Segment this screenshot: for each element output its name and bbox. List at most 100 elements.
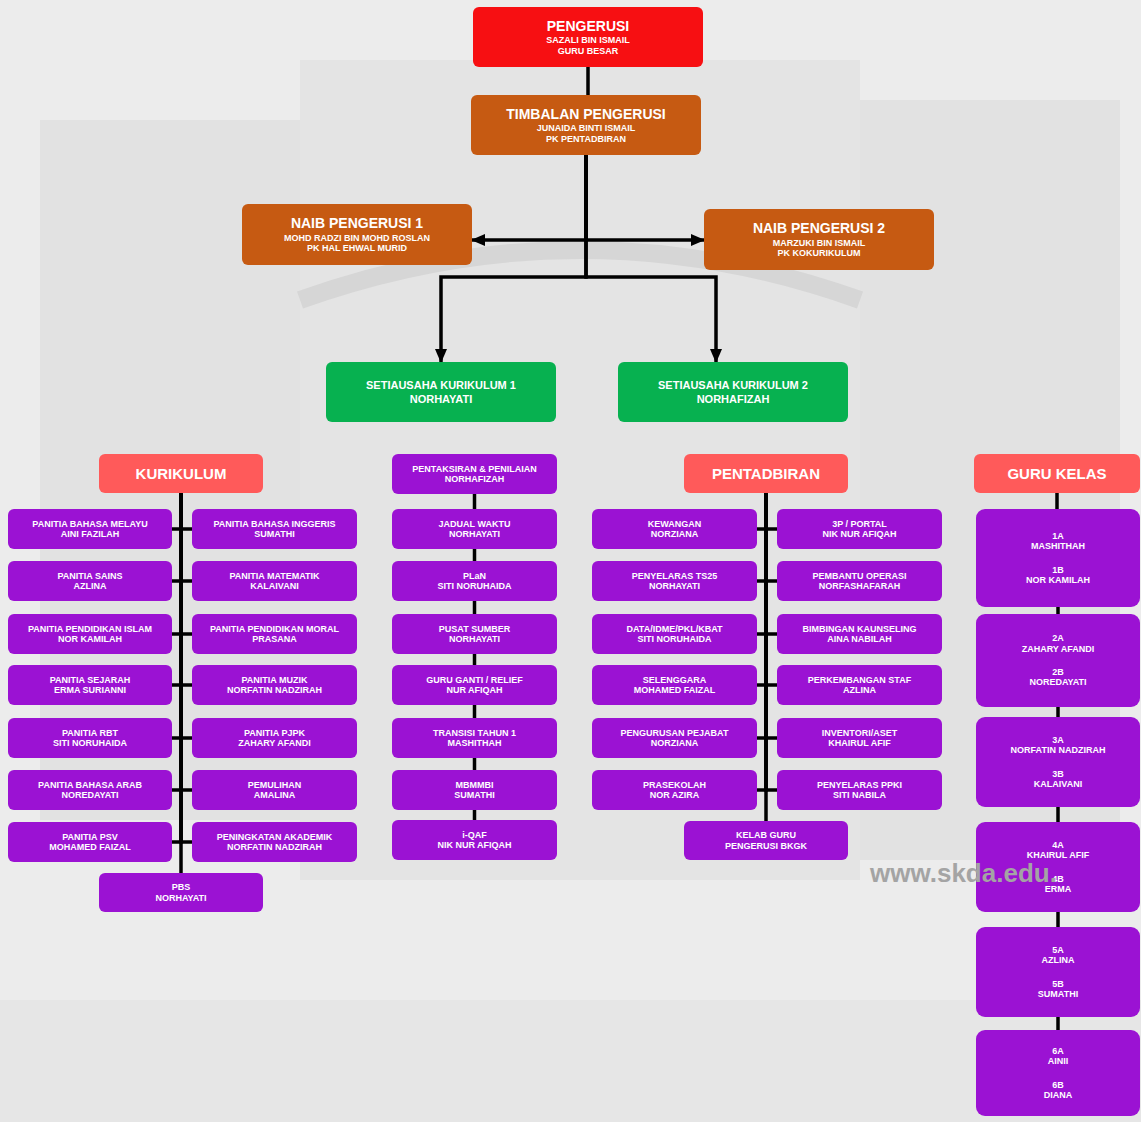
duty-box: PENINGKATAN AKADEMIKNORFATIN NADZIRAH <box>192 822 357 862</box>
box-title: PANITIA SAINS <box>57 571 122 581</box>
duty-box: PANITIA SAINSAZLINA <box>8 561 172 601</box>
box-title: i-QAF <box>462 830 487 840</box>
box-title: KURIKULUM <box>136 465 227 482</box>
box-text: SAZALI BIN ISMAIL <box>546 35 630 45</box>
duty-box: i-QAFNIK NUR AFIQAH <box>392 820 557 860</box>
box-text: NORHAYATI <box>410 392 473 406</box>
duty-box: PEMULIHANAMALINA <box>192 770 357 810</box>
box-title: PENINGKATAN AKADEMIK <box>217 832 332 842</box>
box-title: PANITIA SEJARAH <box>50 675 131 685</box>
box-title: 3A <box>1052 735 1064 745</box>
class-box: 3ANORFATIN NADZIRAH3BKALAIVANI <box>976 717 1140 807</box>
box-text: NORZIANA <box>651 738 699 748</box>
connector-line <box>586 155 704 240</box>
box-text: AINI FAZILAH <box>61 529 120 539</box>
box-title: PANITIA MATEMATIK <box>229 571 319 581</box>
box-text: ZAHARY AFANDI <box>1022 644 1095 654</box>
connector-line <box>473 494 477 509</box>
box-title: PUSAT SUMBER <box>439 624 510 634</box>
duty-box: JADUAL WAKTUNORHAYATI <box>392 509 557 549</box>
duty-box: PUSAT SUMBERNORHAYATI <box>392 614 557 654</box>
box-text: 5B <box>1052 979 1064 989</box>
box-text: ERMA SURIANNI <box>54 685 126 695</box>
box-title: PENYELARAS TS25 <box>632 571 718 581</box>
duty-box: DATA/IDME/PKL/KBATSITI NORUHAIDA <box>592 614 757 654</box>
box-text: SUMATHI <box>454 790 494 800</box>
box-text: NOR KAMILAH <box>1026 575 1090 585</box>
box-title: DATA/IDME/PKL/KBAT <box>627 624 723 634</box>
connector-line <box>1056 607 1060 614</box>
connector-line <box>1055 493 1059 509</box>
box-title: 4A <box>1052 840 1064 850</box>
secretary-box: SETIAUSAHA KURIKULUM 2NORHAFIZAH <box>618 362 848 422</box>
box-text: MOHAMED FAIZAL <box>49 842 131 852</box>
box-title: 1A <box>1052 531 1064 541</box>
class-box: 1AMASHITHAH 1BNOR KAMILAH <box>976 509 1140 607</box>
duty-box: PANITIA PENDIDIKAN ISLAMNOR KAMILAH <box>8 614 172 654</box>
section-header: GURU KELAS <box>974 454 1140 493</box>
duty-box: KEWANGANNORZIANA <box>592 509 757 549</box>
box-text: PRASANA <box>252 634 297 644</box>
box-text: SITI NORUHAIDA <box>638 634 712 644</box>
box-text: NORZIANA <box>651 529 699 539</box>
box-text: AZLINA <box>1042 955 1075 965</box>
box-text: NORFATIN NADZIRAH <box>227 842 322 852</box>
connector-line <box>179 493 183 873</box>
box-text: MASHITHAH <box>1031 541 1085 551</box>
class-box: 5AAZLINA5BSUMATHI <box>976 927 1140 1017</box>
box-text: NORHAYATI <box>649 581 700 591</box>
box-text: AZLINA <box>74 581 107 591</box>
duty-box: GURU GANTI / RELIEFNUR AFIQAH <box>392 665 557 705</box>
box-title: PANITIA PJPK <box>244 728 305 738</box>
box-title: SETIAUSAHA KURIKULUM 1 <box>366 378 516 392</box>
box-title: PANITIA RBT <box>62 728 118 738</box>
duty-box: PANITIA PJPKZAHARY AFANDI <box>192 718 357 758</box>
box-text: JUNAIDA BINTI ISMAIL <box>537 123 636 133</box>
duty-box: PRASEKOLAHNOR AZIRA <box>592 770 757 810</box>
box-text: 6B <box>1052 1080 1064 1090</box>
box-text: MARZUKI BIN ISMAIL <box>773 238 866 248</box>
duty-box: PENYELARAS TS25NORHAYATI <box>592 561 757 601</box>
box-title: PENTADBIRAN <box>712 465 820 482</box>
box-title: JADUAL WAKTU <box>439 519 511 529</box>
duty-box: PANITIA SEJARAHERMA SURIANNI <box>8 665 172 705</box>
duty-box: INVENTORI/ASETKHAIRUL AFIF <box>777 718 942 758</box>
box-text: ZAHARY AFANDI <box>238 738 311 748</box>
box-title: PEMULIHAN <box>248 780 302 790</box>
box-text: PK HAL EHWAL MURID <box>307 243 407 253</box>
box-text: SITI NORUHAIDA <box>438 581 512 591</box>
box-title: PENGURUSAN PEJABAT <box>621 728 729 738</box>
box-title: TIMBALAN PENGERUSI <box>506 106 665 124</box>
box-text: NOR KAMILAH <box>58 634 122 644</box>
duty-box: PANITIA PSVMOHAMED FAIZAL <box>8 822 172 862</box>
box-title: PANITIA BAHASA ARAB <box>38 780 142 790</box>
duty-box: PANITIA MATEMATIKKALAIVANI <box>192 561 357 601</box>
chair-box: PENGERUSISAZALI BIN ISMAILGURU BESAR <box>473 7 703 67</box>
duty-box: PERKEMBANGAN STAFAZLINA <box>777 665 942 705</box>
connector-line <box>1056 912 1060 927</box>
box-title: PANITIA PSV <box>62 832 118 842</box>
box-title: PLaN <box>463 571 486 581</box>
box-text: KHAIRUL AFIF <box>828 738 891 748</box>
watermark: www.skda.edu. <box>870 858 1057 889</box>
box-title: PBS <box>172 882 191 892</box>
building-block <box>300 60 860 880</box>
duty-box: PANITIA PENDIDIKAN MORALPRASANA <box>192 614 357 654</box>
box-text: NOREDAYATI <box>61 790 118 800</box>
box-title: 2A <box>1052 633 1064 643</box>
box-text: MASHITHAH <box>448 738 502 748</box>
box-text: MOHAMED FAIZAL <box>634 685 716 695</box>
box-text: NORFATIN NADZIRAH <box>1011 745 1106 755</box>
secretary-box: SETIAUSAHA KURIKULUM 1NORHAYATI <box>326 362 556 422</box>
box-text: AINII <box>1048 1056 1069 1066</box>
box-title: TRANSISI TAHUN 1 <box>433 728 516 738</box>
box-text: NORHAYATI <box>449 634 500 644</box>
box-text: 1B <box>1052 565 1064 575</box>
box-title: SETIAUSAHA KURIKULUM 2 <box>658 378 808 392</box>
box-title: PANITIA BAHASA INGGERIS <box>213 519 335 529</box>
box-text: SUMATHI <box>254 529 294 539</box>
connector-line <box>1056 707 1060 717</box>
